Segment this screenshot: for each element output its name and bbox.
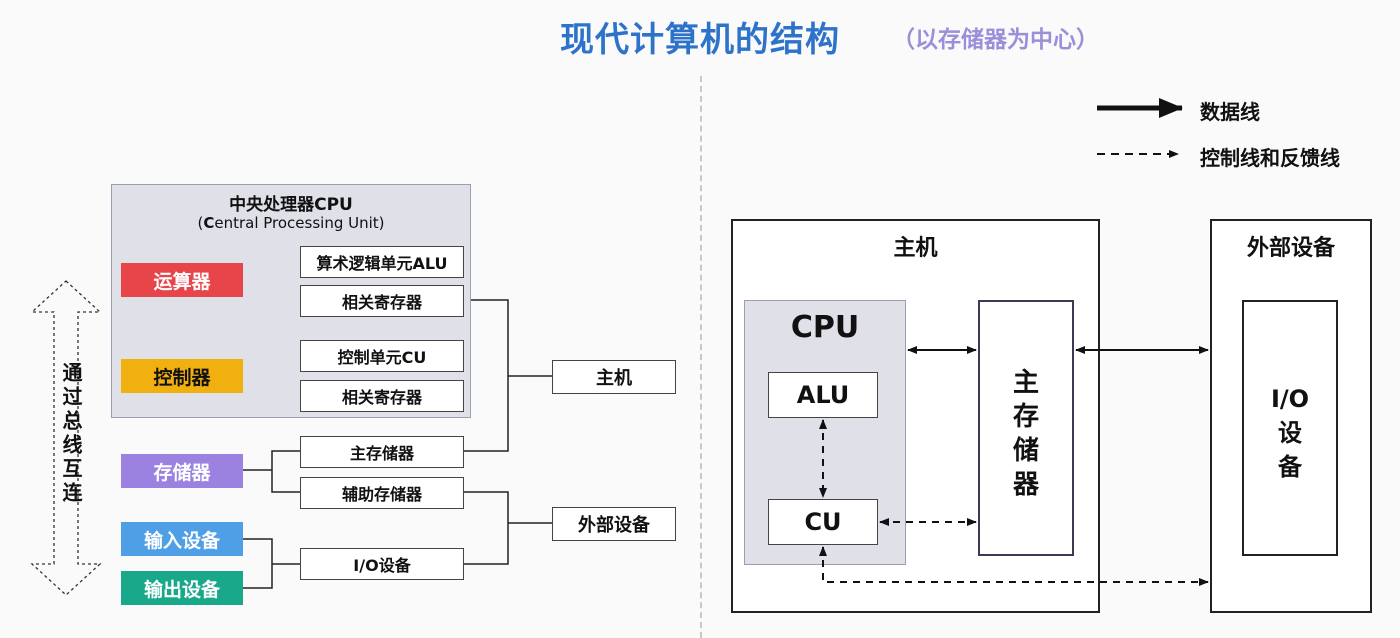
cpu-title: 中央处理器CPU: [229, 195, 353, 215]
box-io-devices: I/O设备: [300, 548, 464, 580]
cpu-subtitle-rest: entral Processing Unit): [214, 214, 385, 232]
cpu-label: CPU: [790, 310, 860, 345]
cu-peripheral-control-arrow: [819, 546, 1209, 586]
box-host: 主机: [552, 360, 676, 394]
cu-block: CU: [768, 499, 878, 545]
legend-data-line-label: 数据线: [1200, 100, 1260, 124]
alu-block: ALU: [768, 372, 878, 418]
legend-control-line-label: 控制线和反馈线: [1200, 146, 1340, 170]
box-alu: 算术逻辑单元ALU: [300, 246, 464, 278]
box-aux-memory: 辅助存储器: [300, 477, 464, 509]
page-title: 现代计算机的结构: [560, 20, 840, 60]
page-subtitle: （以存储器为中心）: [892, 27, 1099, 53]
box-alu-registers: 相关寄存器: [300, 285, 464, 317]
category-alu-unit: 运算器: [121, 263, 243, 297]
center-divider: [700, 76, 702, 638]
bus-label: 通过总线互连: [59, 362, 83, 506]
box-main-memory: 主存储器: [300, 436, 464, 468]
host-label: 主机: [893, 236, 938, 261]
io-device-label: I/O 设 备: [1270, 385, 1310, 481]
cpu-subtitle-letter: C: [203, 214, 215, 232]
cpu-subtitle-prefix: (: [197, 214, 204, 232]
category-input: 输入设备: [121, 522, 243, 556]
category-control-unit: 控制器: [121, 359, 243, 393]
box-peripherals: 外部设备: [552, 507, 676, 541]
io-device-block: [1242, 300, 1338, 556]
cpu-subtitle: (Central Processing Unit): [111, 214, 471, 232]
main-memory-label: 主 存 储 器: [1012, 368, 1039, 500]
peripheral-label: 外部设备: [1246, 236, 1335, 261]
box-cu-registers: 相关寄存器: [300, 380, 464, 412]
category-output: 输出设备: [121, 571, 243, 605]
box-cu: 控制单元CU: [300, 340, 464, 372]
category-memory: 存储器: [121, 454, 243, 488]
